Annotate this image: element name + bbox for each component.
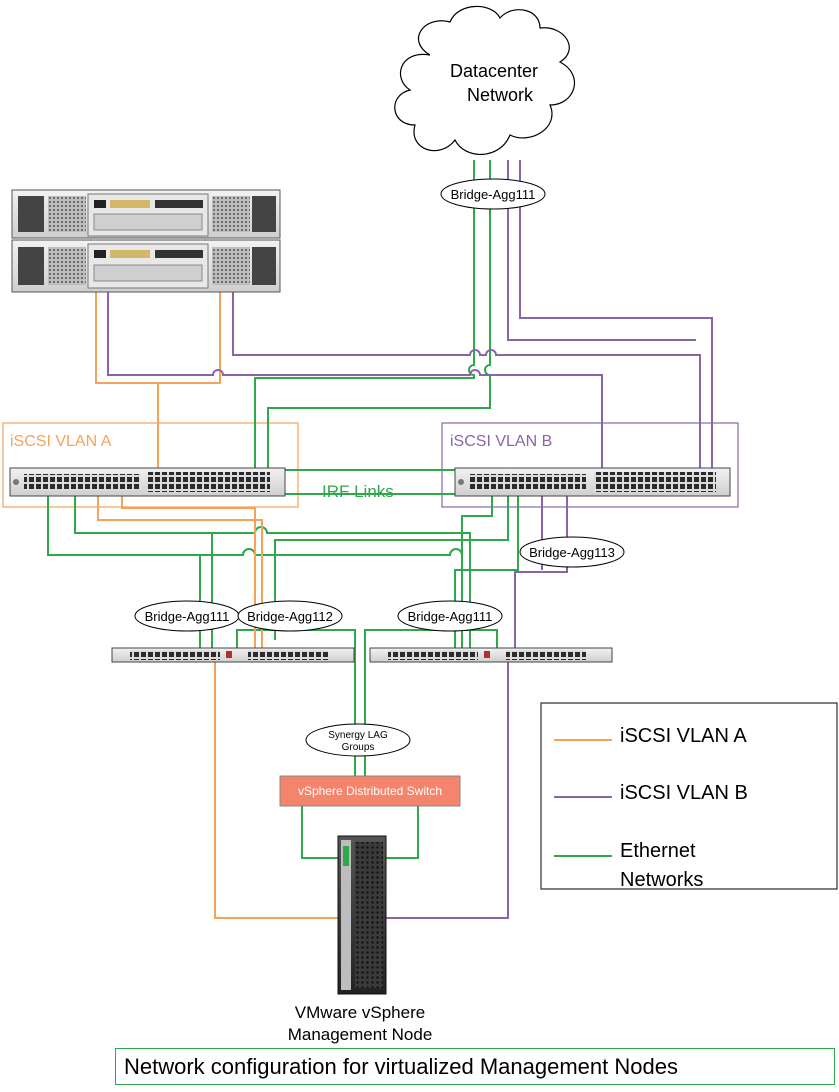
storage-array-bottom: [11, 239, 281, 293]
synergy-lag-groups: Synergy LAG Groups: [305, 723, 411, 757]
legend-label-ethernet-1: Ethernet: [620, 840, 696, 862]
svg-text:Bridge-Agg111: Bridge-Agg111: [408, 609, 493, 624]
bridge-agg-113: Bridge-Agg113: [519, 536, 625, 568]
node-label-line1: VMware vSphere: [295, 1003, 425, 1022]
tor-switch-left: [9, 467, 286, 497]
vlan-a-links: [95, 290, 343, 919]
management-node-blade: [337, 835, 387, 995]
irf-links-label: IRF Links: [322, 482, 394, 501]
cloud-label-line2: Network: [467, 85, 534, 105]
svg-text:Bridge-Agg111: Bridge-Agg111: [145, 609, 230, 624]
vlan-b-region: [441, 422, 739, 508]
tor-switch-right: [454, 467, 731, 497]
svg-text:Synergy LAG: Synergy LAG: [328, 730, 388, 741]
node-label-line2: Management Node: [288, 1025, 433, 1044]
cloud-label-line1: Datacenter: [450, 61, 538, 81]
svg-text:vSphere Distributed Switch: vSphere Distributed Switch: [298, 784, 442, 798]
storage-array-top: [11, 189, 281, 239]
bridge-agg-left: Bridge-Agg111: [134, 600, 240, 632]
legend-label-vlan-b: iSCSI VLAN B: [620, 782, 748, 804]
legend: iSCSI VLAN A iSCSI VLAN B Ethernet Netwo…: [540, 702, 838, 891]
svg-text:Bridge-Agg112: Bridge-Agg112: [247, 609, 333, 624]
vlan-b-links: [107, 160, 713, 919]
interconnect-switch-left: [111, 647, 355, 663]
bridge-agg-top: Bridge-Agg111: [440, 178, 546, 210]
legend-label-ethernet-2: Networks: [620, 869, 703, 891]
interconnect-switch-right: [369, 647, 613, 663]
figure-caption: Network configuration for virtualized Ma…: [115, 1048, 835, 1085]
vlan-a-region-label: iSCSI VLAN A: [10, 433, 112, 450]
svg-text:Bridge-Agg111: Bridge-Agg111: [451, 187, 536, 202]
bridge-agg-right: Bridge-Agg111: [397, 600, 503, 632]
datacenter-cloud: Datacenter Network: [394, 5, 576, 155]
bridge-agg-112: Bridge-Agg112: [237, 600, 343, 632]
legend-label-vlan-a: iSCSI VLAN A: [620, 725, 747, 747]
svg-text:Groups: Groups: [342, 742, 375, 753]
vsphere-distributed-switch: vSphere Distributed Switch: [279, 775, 461, 807]
svg-text:Bridge-Agg113: Bridge-Agg113: [529, 545, 615, 560]
vlan-b-region-label: iSCSI VLAN B: [450, 433, 552, 450]
